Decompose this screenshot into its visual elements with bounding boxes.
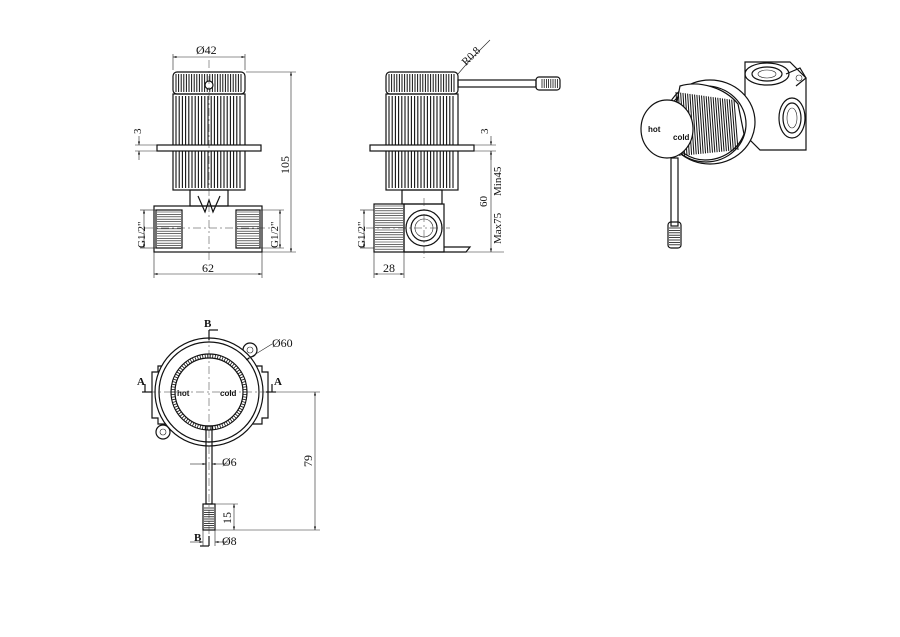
section-a-right: A (274, 376, 282, 388)
dim-radius: R0.8 (460, 44, 484, 68)
section-b-bottom: B (194, 532, 202, 544)
dim-thread-right: G1/2" (269, 222, 281, 249)
side-thread (375, 205, 403, 250)
dim-plate-3-left: 3 (132, 128, 144, 134)
iso-label-hot: hot (648, 125, 661, 134)
dim-plate-3-right: 3 (479, 128, 491, 134)
iso-lever-ribs (669, 227, 680, 246)
side-knob-ribs (388, 96, 454, 188)
dim-min-45: Min45 (492, 166, 504, 196)
section-a-left: A (137, 376, 145, 388)
side-knob-ribs-top (388, 74, 455, 92)
dim-79: 79 (301, 455, 315, 467)
dim-tip-8: Ø8 (222, 534, 237, 548)
section-b-top: B (204, 318, 212, 330)
dim-thread-left: G1/2" (136, 222, 148, 249)
dim-width-62: 62 (202, 261, 214, 275)
top-label-cold: cold (220, 389, 237, 398)
thread-left (157, 211, 181, 246)
knob-ribs (175, 96, 241, 188)
top-view: hot cold B B A A Ø60 Ø6 79 (137, 318, 320, 548)
front-view: Ø42 105 3 G1/2" G1/2" 62 (132, 43, 296, 278)
dim-60: 60 (478, 196, 490, 208)
dim-28: 28 (383, 261, 395, 275)
dim-height-105: 105 (278, 156, 292, 174)
dim-lever-6: Ø6 (222, 455, 237, 469)
top-knob-ribs (171, 354, 247, 430)
iso-view: hot cold (640, 61, 807, 249)
iso-label-cold: cold (673, 133, 690, 142)
dim-side-thread: G1/2" (356, 222, 368, 249)
dim-max-75: Max75 (492, 212, 504, 244)
lever-tip-ribs (541, 79, 558, 88)
thread-right (237, 211, 259, 246)
dim-15: 15 (220, 512, 234, 524)
top-label-hot: hot (177, 389, 190, 398)
dim-diameter-42: Ø42 (196, 43, 217, 57)
dim-plate-60: Ø60 (272, 336, 293, 350)
side-view: R0.8 3 Min45 60 Max75 G1/2" 28 (356, 39, 561, 278)
